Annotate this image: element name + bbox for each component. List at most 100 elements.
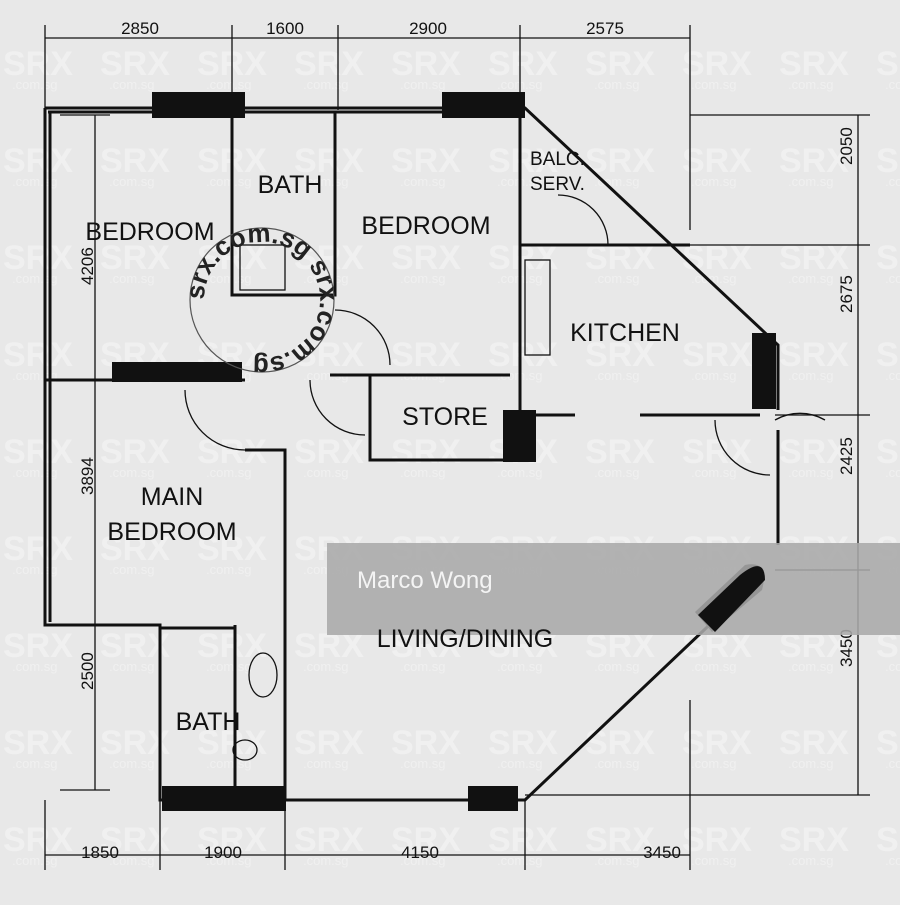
srx-watermark: SRX (682, 821, 752, 859)
srx-watermark-sub: .com.sg (497, 659, 543, 674)
srx-watermark: SRX (876, 239, 900, 277)
srx-watermark-sub: .com.sg (206, 659, 252, 674)
srx-watermark: SRX (294, 433, 364, 471)
srx-watermark-sub: .com.sg (206, 853, 252, 868)
srx-watermark: SRX (391, 142, 461, 180)
srx-watermark-sub: .com.sg (400, 271, 446, 286)
srx-watermark-sub: .com.sg (400, 465, 446, 480)
srx-watermark: SRX (3, 45, 73, 83)
srx-watermark-sub: .com.sg (303, 756, 349, 771)
room-label-bedroom: BEDROOM (85, 218, 214, 246)
srx-watermark-sub: .com.sg (206, 756, 252, 771)
srx-watermark: SRX (876, 433, 900, 471)
srx-watermark-sub: .com.sg (206, 562, 252, 577)
srx-watermark: SRX (585, 821, 655, 859)
room-labels: BEDROOM BATH BEDROOM BALC. SERV. KITCHEN… (85, 149, 679, 736)
srx-watermark: SRX (682, 45, 752, 83)
srx-watermark-sub: .com.sg (691, 756, 737, 771)
srx-watermark-sub: .com.sg (885, 659, 900, 674)
srx-watermark: SRX (294, 239, 364, 277)
door-swings (184, 194, 826, 761)
srx-watermark: SRX (682, 724, 752, 762)
srx-watermark: SRX (391, 336, 461, 374)
dim-bottom: 4150 (401, 843, 439, 862)
srx-watermark-sub: .com.sg (400, 756, 446, 771)
srx-watermark-sub: .com.sg (788, 853, 834, 868)
srx-watermark: SRX (682, 142, 752, 180)
srx-watermark: SRX (391, 45, 461, 83)
srx-watermark-sub: .com.sg (691, 368, 737, 383)
srx-watermark-sub: .com.sg (691, 174, 737, 189)
srx-watermark: SRX (682, 336, 752, 374)
srx-watermark: SRX (391, 239, 461, 277)
window (442, 92, 525, 118)
srx-watermark: SRX (488, 821, 558, 859)
srx-watermark: SRX (779, 336, 849, 374)
agent-watermark: Marco Wong (327, 543, 900, 635)
srx-watermark: SRX (876, 821, 900, 859)
srx-watermark-sub: .com.sg (303, 465, 349, 480)
srx-watermark: SRX (294, 45, 364, 83)
srx-watermark: SRX (876, 336, 900, 374)
srx-watermark: SRX (585, 336, 655, 374)
srx-watermark: SRX (294, 724, 364, 762)
dim-right: 2050 (837, 127, 856, 165)
srx-watermark-sub: .com.sg (885, 271, 900, 286)
srx-watermark-sub: .com.sg (788, 368, 834, 383)
srx-watermark-sub: .com.sg (303, 174, 349, 189)
srx-watermark-sub: .com.sg (109, 756, 155, 771)
srx-watermark-sub: .com.sg (303, 853, 349, 868)
srx-watermark: SRX (294, 142, 364, 180)
dim-top: 1600 (266, 19, 304, 38)
srx-watermark-sub: .com.sg (400, 853, 446, 868)
srx-watermark: SRX (779, 821, 849, 859)
srx-watermark-sub: .com.sg (788, 659, 834, 674)
srx-watermark: SRX (3, 821, 73, 859)
srx-watermark-sub: .com.sg (691, 853, 737, 868)
dim-top: 2900 (409, 19, 447, 38)
srx-watermark-sub: .com.sg (109, 562, 155, 577)
srx-watermark: SRX (488, 142, 558, 180)
agent-name: Marco Wong (357, 567, 493, 594)
srx-watermark: SRX (197, 627, 267, 665)
srx-watermark-sub: .com.sg (594, 271, 640, 286)
srx-watermark: SRX (100, 45, 170, 83)
srx-watermark-sub: .com.sg (788, 77, 834, 92)
srx-watermark-sub: .com.sg (12, 77, 58, 92)
srx-watermark-sub: .com.sg (109, 174, 155, 189)
srx-watermark: SRX (3, 530, 73, 568)
srx-watermark: SRX (3, 336, 73, 374)
srx-watermark: SRX (197, 821, 267, 859)
srx-watermark: SRX (876, 142, 900, 180)
srx-watermark-sub: .com.sg (885, 77, 900, 92)
srx-watermark: SRX (876, 45, 900, 83)
srx-watermark-sub: .com.sg (594, 465, 640, 480)
srx-watermark-sub: .com.sg (885, 465, 900, 480)
srx-watermark: SRX (779, 142, 849, 180)
dim-top: 2850 (121, 19, 159, 38)
room-label-store: STORE (402, 403, 488, 431)
srx-watermark-sub: .com.sg (400, 659, 446, 674)
srx-watermark: SRX (779, 45, 849, 83)
srx-watermark: SRX (682, 433, 752, 471)
srx-watermark-sub: .com.sg (400, 174, 446, 189)
window (162, 786, 286, 811)
dim-bottom: 1900 (204, 843, 242, 862)
srx-watermark-sub: .com.sg (12, 659, 58, 674)
column (698, 566, 765, 632)
srx-watermark-sub: .com.sg (594, 174, 640, 189)
dim-top: 2575 (586, 19, 624, 38)
srx-watermark-sub: .com.sg (594, 368, 640, 383)
srx-watermark-sub: .com.sg (497, 465, 543, 480)
srx-watermark-sub: .com.sg (788, 174, 834, 189)
srx-watermark-sub: .com.sg (109, 853, 155, 868)
srx-watermark-sub: .com.sg (691, 77, 737, 92)
srx-watermark: SRX (3, 627, 73, 665)
srx-watermark: SRX (100, 530, 170, 568)
srx-watermark-sub: .com.sg (594, 756, 640, 771)
window (152, 92, 245, 118)
dim-left: 2500 (78, 652, 97, 690)
srx-watermark-sub: .com.sg (594, 77, 640, 92)
dim-bottom: 1850 (81, 843, 119, 862)
srx-watermark-sub: .com.sg (206, 465, 252, 480)
